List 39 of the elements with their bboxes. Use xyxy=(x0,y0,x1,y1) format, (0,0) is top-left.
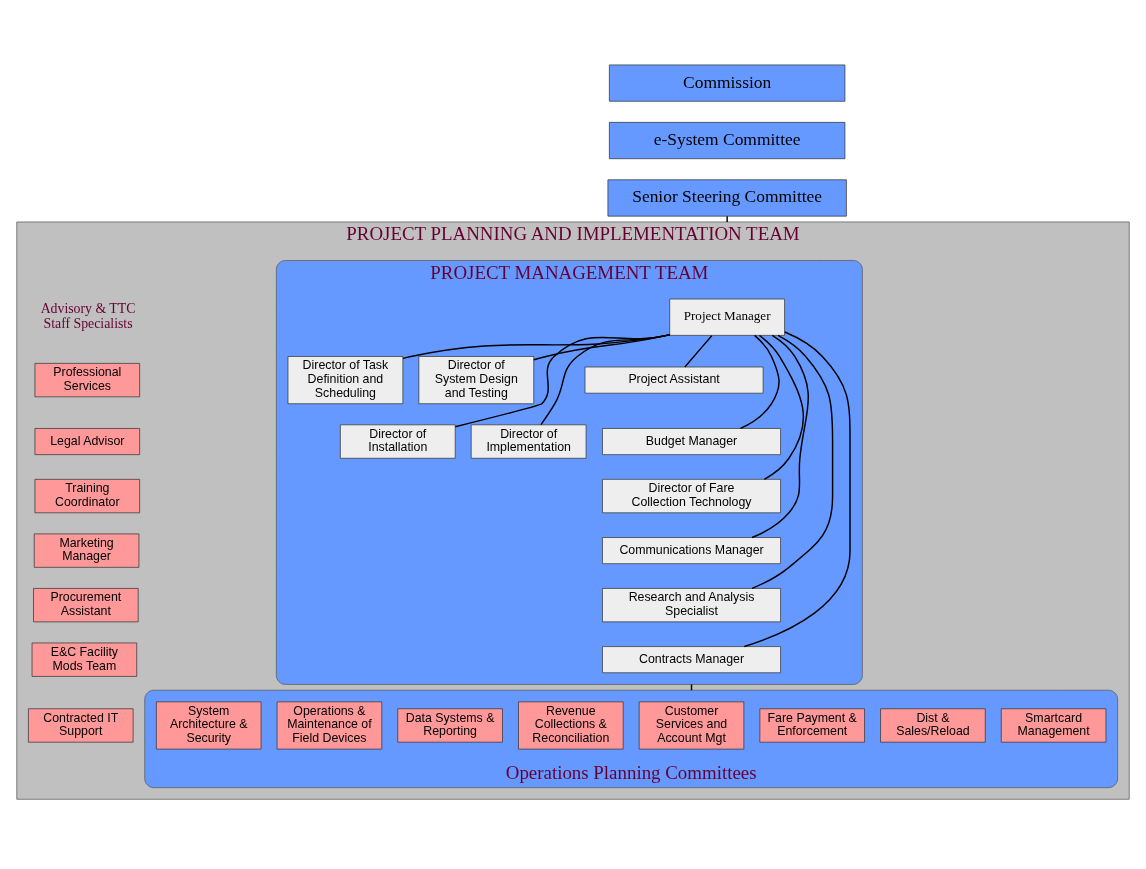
node-box: Director of System Design and Testing xyxy=(418,355,535,404)
node-box: E&C Facility Mods Team xyxy=(31,642,138,677)
node-box: Contracted IT Support xyxy=(28,707,134,743)
connector xyxy=(751,334,810,538)
node-box: Legal Advisor xyxy=(34,427,140,455)
label: Advisory & TTC Staff Specialists xyxy=(40,300,136,331)
connector xyxy=(739,334,780,429)
node-box: Smartcard Management xyxy=(1000,707,1107,743)
connector xyxy=(454,333,671,427)
node-box: Customer Services and Account Mgt xyxy=(638,700,745,749)
connector xyxy=(743,330,851,647)
node-box: Training Coordinator xyxy=(34,478,140,513)
node-box: Project Assistant xyxy=(584,366,764,394)
node-box: Marketing Manager xyxy=(33,533,140,568)
node-box: Contracts Manager xyxy=(602,645,781,673)
node-box: Dist & Sales/Reload xyxy=(880,707,986,743)
node-box: Communications Manager xyxy=(602,536,781,564)
node-box: Director of Implementation xyxy=(470,423,587,459)
connector xyxy=(726,215,728,223)
node-box: Budget Manager xyxy=(602,427,781,455)
node-box: Director of Task Definition and Scheduling xyxy=(287,355,404,404)
node-box: Revenue Collections & Reconciliation xyxy=(518,700,624,749)
node-box: Director of Fare Collection Technology xyxy=(602,478,781,513)
node-box: Professional Services xyxy=(34,362,140,397)
node-box: Commission xyxy=(609,64,846,102)
node-box: Procurement Assistant xyxy=(33,587,139,622)
node-box: Data Systems & Reporting xyxy=(397,707,503,743)
connector xyxy=(751,334,834,589)
node-box: System Architecture & Security xyxy=(156,700,262,749)
connector xyxy=(684,334,713,368)
node-box: e-System Committee xyxy=(609,121,846,159)
connector xyxy=(540,333,671,425)
node-box: Research and Analysis Specialist xyxy=(602,587,781,622)
node-box: Director of Installation xyxy=(339,423,456,459)
node-box: Project Manager xyxy=(669,298,785,336)
node-box: Fare Payment & Enforcement xyxy=(759,707,865,743)
connector xyxy=(758,334,805,480)
node-box: Operations & Maintenance of Field Devices xyxy=(276,700,383,749)
node-box: Senior Steering Committee xyxy=(607,178,847,216)
